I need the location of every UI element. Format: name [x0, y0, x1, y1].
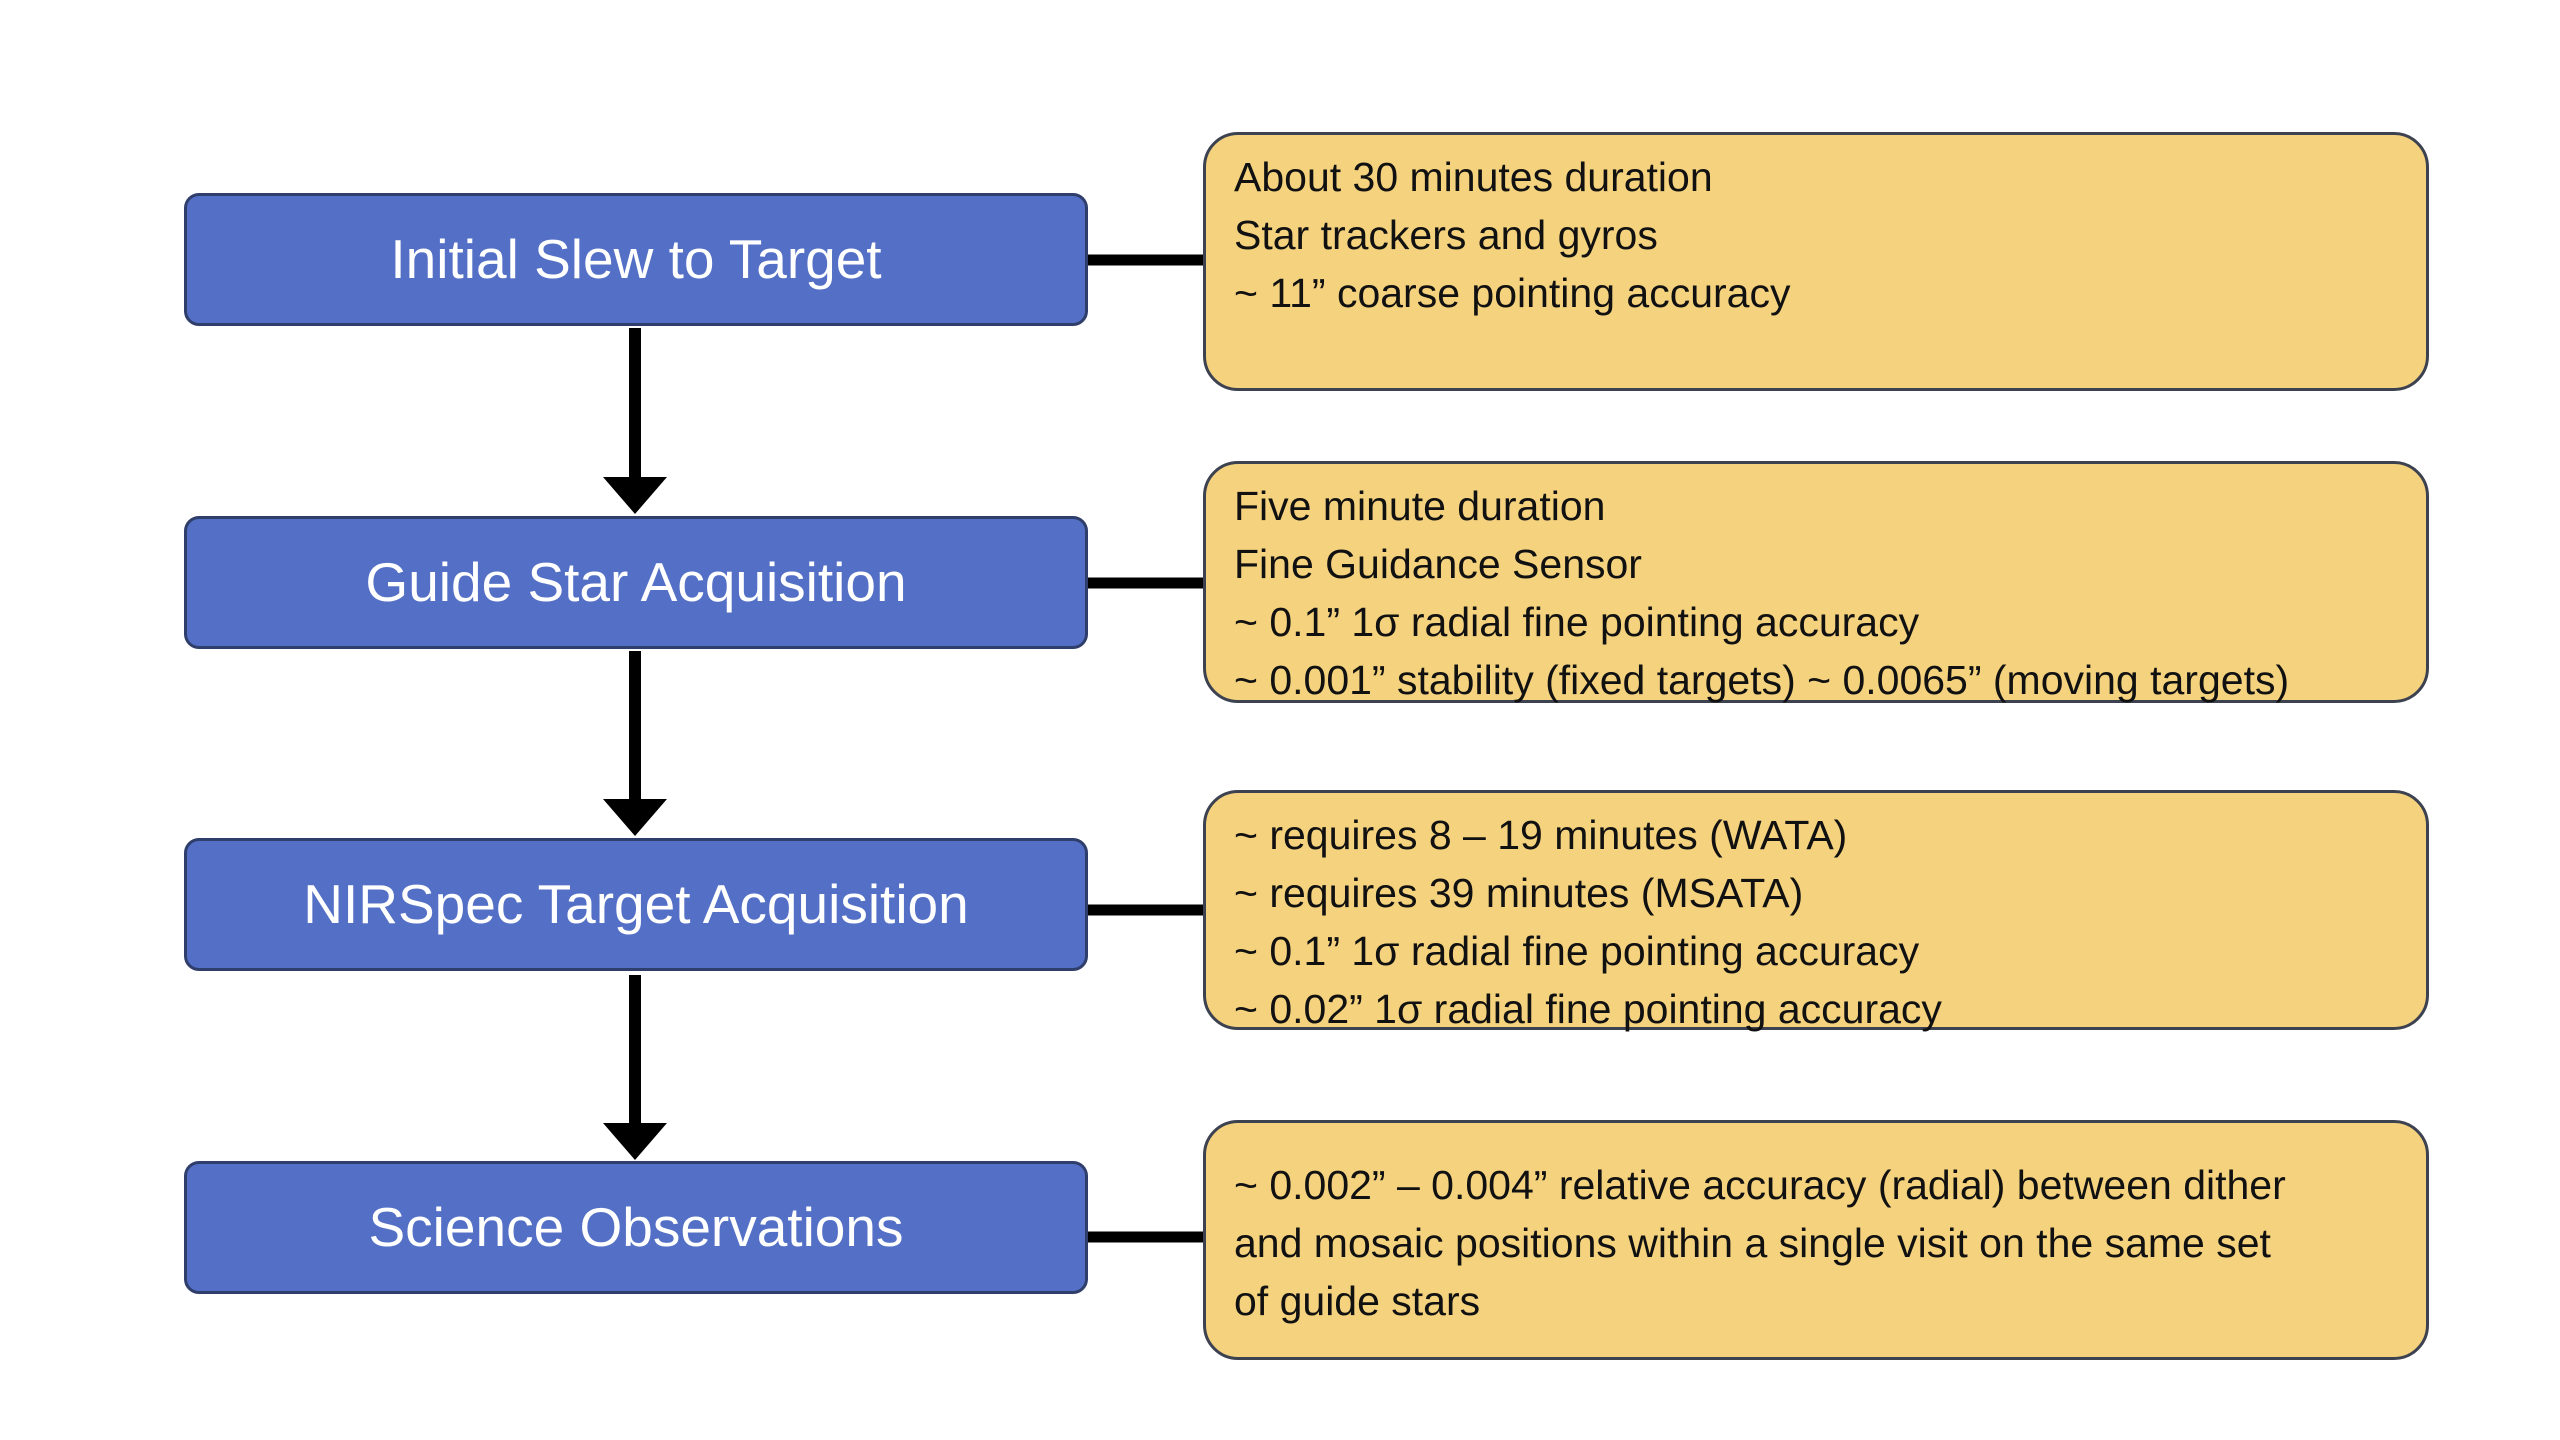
note-line: of guide stars	[1234, 1278, 1481, 1324]
note-line: and mosaic positions within a single vis…	[1234, 1220, 2271, 1266]
flow-arrow-1	[603, 328, 667, 514]
note-guide-star-acquisition: Five minute duration Fine Guidance Senso…	[1203, 461, 2429, 703]
note-science-observations: ~ 0.002” – 0.004” relative accuracy (rad…	[1203, 1120, 2429, 1360]
note-nirspec-target-acquisition: ~ requires 8 – 19 minutes (WATA) ~ requi…	[1203, 790, 2429, 1032]
note-line: ~ 11” coarse pointing accuracy	[1234, 270, 1791, 316]
flow-arrow-3	[603, 975, 667, 1160]
step-nirspec-target-acquisition: NIRSpec Target Acquisition	[184, 838, 1088, 971]
step-guide-star-acquisition-label: Guide Star Acquisition	[365, 551, 907, 613]
step-initial-slew: Initial Slew to Target	[184, 193, 1088, 326]
step-initial-slew-label: Initial Slew to Target	[390, 228, 882, 290]
step-nirspec-target-acquisition-label: NIRSpec Target Acquisition	[303, 873, 969, 935]
note-line: ~ 0.1” 1σ radial fine pointing accuracy	[1234, 928, 1920, 974]
note-line: Five minute duration	[1234, 483, 1606, 529]
step-science-observations-label: Science Observations	[368, 1196, 904, 1258]
note-line: ~ requires 39 minutes (MSATA)	[1234, 870, 1804, 916]
note-line: ~ 0.002” – 0.004” relative accuracy (rad…	[1234, 1162, 2286, 1208]
note-line: ~ 0.1” 1σ radial fine pointing accuracy	[1234, 599, 1920, 645]
note-line: ~ 0.02” 1σ radial fine pointing accuracy	[1234, 986, 1942, 1032]
note-line: About 30 minutes duration	[1234, 154, 1713, 200]
note-line: Fine Guidance Sensor	[1234, 541, 1642, 587]
step-guide-star-acquisition: Guide Star Acquisition	[184, 516, 1088, 649]
note-line: ~ requires 8 – 19 minutes (WATA)	[1234, 812, 1848, 858]
flow-arrow-2	[603, 651, 667, 836]
note-line: ~ 0.001” stability (fixed targets) ~ 0.0…	[1234, 657, 2290, 703]
step-science-observations: Science Observations	[184, 1161, 1088, 1294]
note-initial-slew: About 30 minutes duration Star trackers …	[1203, 132, 2429, 391]
note-line: Star trackers and gyros	[1234, 212, 1658, 258]
